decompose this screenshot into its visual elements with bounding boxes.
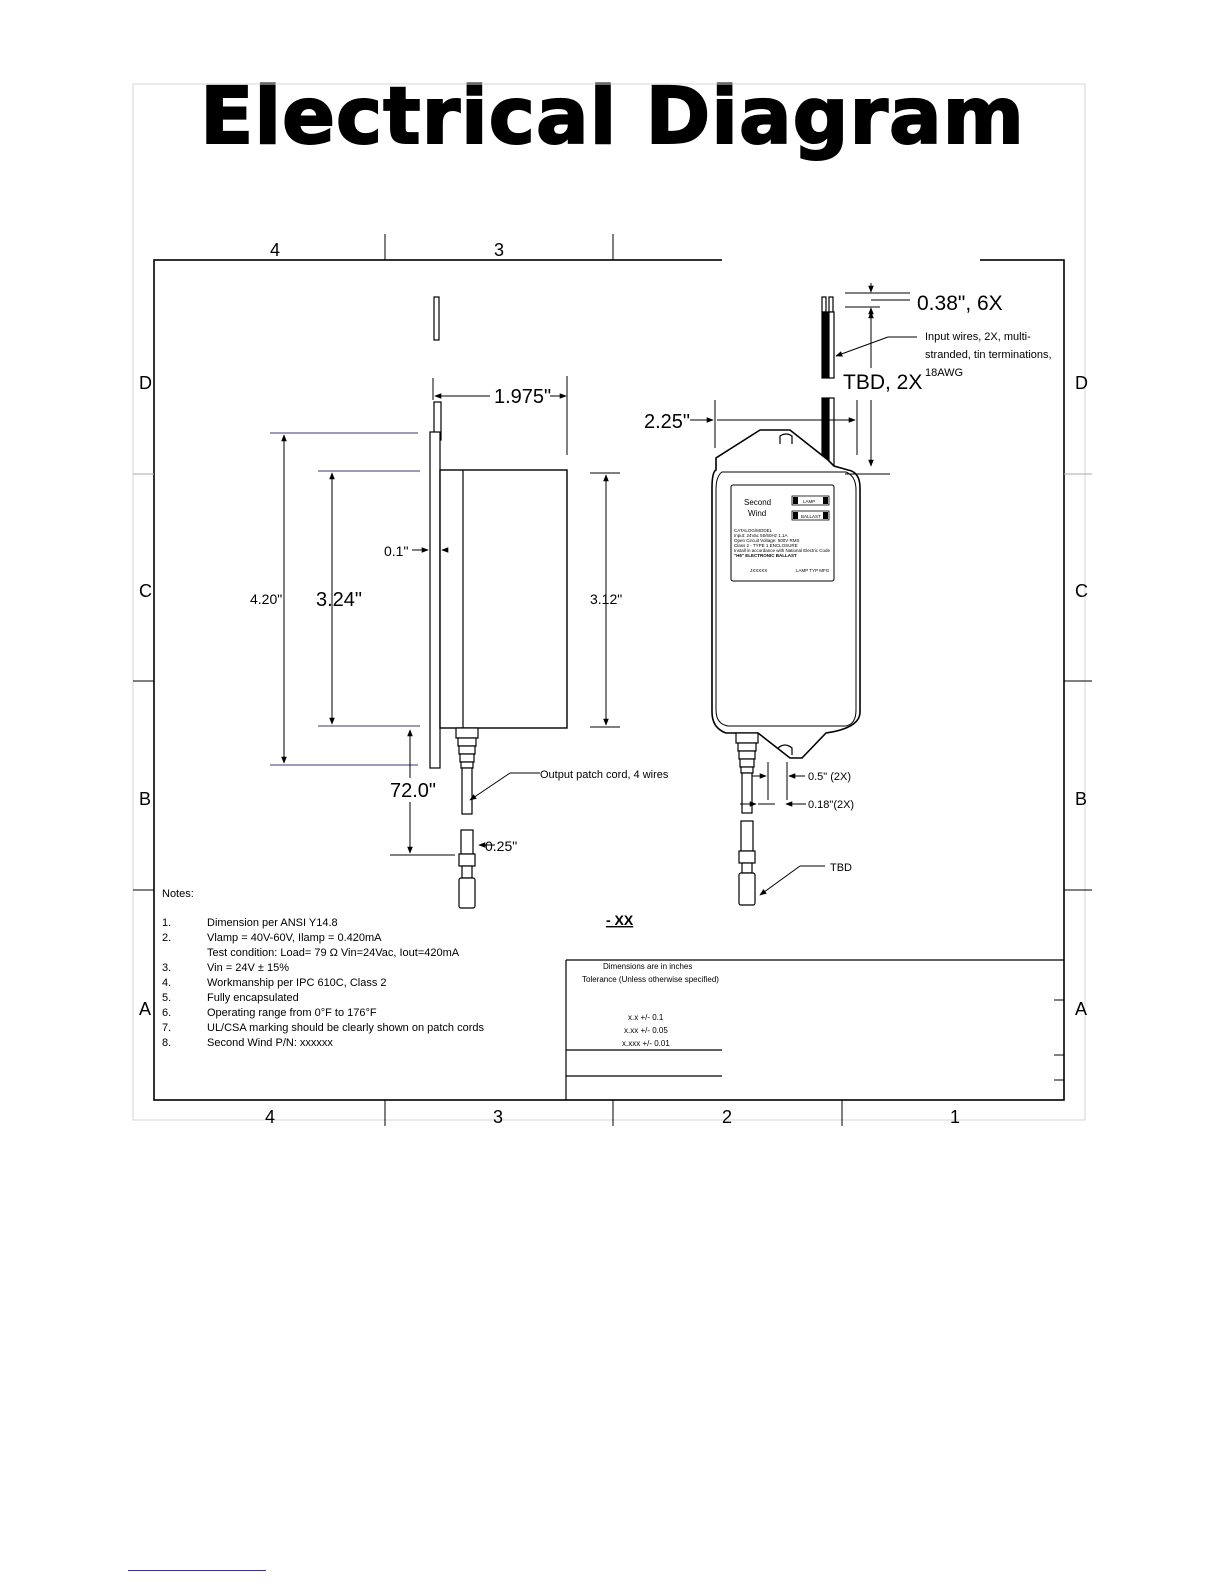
dim-flange: 0.1" xyxy=(384,543,408,559)
sheet-outer-frame xyxy=(132,83,1086,1121)
col-label-3-bottom: 3 xyxy=(493,1107,503,1127)
dim-slot-gap: 0.18"(2X) xyxy=(808,799,854,811)
label-spec-6: "H6" ELECTRONIC BALLAST xyxy=(734,553,797,558)
notes-heading: Notes: xyxy=(162,888,194,900)
callout-input-3: 18AWG xyxy=(925,367,963,379)
row-label-b-left: B xyxy=(139,789,151,809)
side-dimension-lines xyxy=(281,393,609,854)
note-text-2b: Test condition: Load= 79 Ω Vin=24Vac, Io… xyxy=(207,947,460,959)
title-block-line1: Dimensions are in inches xyxy=(603,962,692,971)
row-label-d-right: D xyxy=(1075,373,1088,393)
dim-wire-spacing: 0.38", 6X xyxy=(917,292,1003,315)
note-num-2: 2. xyxy=(162,932,171,944)
dim-lead-length: TBD, 2X xyxy=(843,371,922,394)
part-suffix: - XX xyxy=(606,912,634,928)
front-view: Second Wind LAMP BALLAST CATALOG/MODEL I… xyxy=(644,283,1052,906)
strain-relief-front xyxy=(735,732,759,906)
dim-body-height: 3.24" xyxy=(316,589,362,611)
label-spec-3: Open Circuit Voltage: 500V RMS xyxy=(734,538,800,543)
dim-cord-length: 72.0" xyxy=(390,780,436,802)
drawing-border xyxy=(153,259,1065,1101)
row-ticks xyxy=(133,473,1092,891)
note-text-5: Fully encapsulated xyxy=(207,992,299,1004)
callout-input-1: Input wires, 2X, multi- xyxy=(925,331,1031,343)
col-label-2-bottom: 2 xyxy=(722,1107,732,1127)
ballast-body-side xyxy=(439,469,568,729)
note-num-4: 4. xyxy=(162,977,171,989)
title-block-line2: Tolerance (Unless otherwise specified) xyxy=(582,975,719,984)
label-ballast-tag: BALLAST xyxy=(801,514,821,519)
note-num-5: 5. xyxy=(162,992,171,1004)
note-num-8: 8. xyxy=(162,1037,171,1049)
label-brand-1: Second xyxy=(744,498,771,507)
label-footer-right: LAMP TYP MFG xyxy=(796,568,830,573)
row-label-a-right: A xyxy=(1075,999,1087,1019)
row-label-a-left: A xyxy=(139,999,151,1019)
col-label-1-bottom: 1 xyxy=(950,1107,960,1127)
note-num-1: 1. xyxy=(162,917,171,929)
row-label-c-left: C xyxy=(139,581,152,601)
mount-plate xyxy=(429,431,441,769)
row-label-b-right: B xyxy=(1075,789,1087,809)
col-label-4-top: 4 xyxy=(270,240,280,260)
tolerance-2: x.xx +/- 0.05 xyxy=(624,1026,668,1035)
dim-slot-width: 0.5" (2X) xyxy=(808,771,851,783)
label-spec-5: Install in accordance with National Elec… xyxy=(734,548,831,553)
callout-output-cord: Output patch cord, 4 wires xyxy=(540,769,669,781)
label-spec-2: Input: 24Vac 50/60Hz 1.1A xyxy=(734,533,787,538)
border-gap xyxy=(722,238,980,266)
column-ticks-top xyxy=(384,234,843,1126)
note-text-6: Operating range from 0°F to 176°F xyxy=(207,1007,377,1019)
label-spec-1: CATALOG/MODEL xyxy=(734,528,773,533)
notes-block: Notes: 1. Dimension per ANSI Y14.8 2. Vl… xyxy=(162,888,634,1049)
front-dimension-lines xyxy=(690,283,917,896)
note-num-7: 7. xyxy=(162,1022,171,1034)
note-text-2: Vlamp = 40V-60V, Ilamp = 0.420mA xyxy=(207,932,382,944)
page-title: Electrical Diagram xyxy=(199,71,1025,163)
col-label-3-top: 3 xyxy=(494,240,504,260)
note-text-1: Dimension per ANSI Y14.8 xyxy=(207,917,338,929)
label-spec-4: Class 2 - TYPE 1 ENCLOSURE xyxy=(734,543,798,548)
product-label xyxy=(730,484,835,582)
dim-right-height: 3.12" xyxy=(590,591,622,607)
dim-cord-dia: 0.25" xyxy=(485,838,517,854)
side-view: 1.975" 0.1" 4.20" 3.24" 3.12" 72.0" 0.25… xyxy=(250,296,669,909)
strain-relief-side xyxy=(455,727,479,909)
label-brand-2: Wind xyxy=(748,509,766,518)
tolerance-3: x.xxx +/- 0.01 xyxy=(622,1039,670,1048)
row-label-d-left: D xyxy=(139,373,152,393)
tolerance-1: x.x +/- 0.1 xyxy=(628,1013,664,1022)
callout-tbd: TBD xyxy=(830,862,852,874)
row-label-c-right: C xyxy=(1075,581,1088,601)
note-num-3: 3. xyxy=(162,962,171,974)
note-text-8: Second Wind P/N: xxxxxx xyxy=(207,1037,333,1049)
note-num-6: 6. xyxy=(162,1007,171,1019)
input-wires xyxy=(821,296,835,473)
side-extension-lines xyxy=(270,376,620,856)
dim-depth: 1.975" xyxy=(494,386,551,408)
dim-lead-offset: 2.25" xyxy=(644,411,690,433)
note-text-3: Vin = 24V ± 15% xyxy=(207,962,289,974)
callout-input-2: stranded, tin terminations, xyxy=(925,349,1052,361)
note-text-4: Workmanship per IPC 610C, Class 2 xyxy=(207,977,387,989)
note-text-7: UL/CSA marking should be clearly shown o… xyxy=(207,1022,484,1034)
label-footer-left: JXXXXX xyxy=(750,568,767,573)
footer-rule xyxy=(128,1570,266,1571)
label-lamp-tag: LAMP xyxy=(803,499,815,504)
col-label-4-bottom: 4 xyxy=(265,1107,275,1127)
dim-mount-height: 4.20" xyxy=(250,591,282,607)
ballast-body-front xyxy=(711,429,861,759)
title-block: Dimensions are in inches Tolerance (Unle… xyxy=(565,959,1064,1100)
mount-wire-stub xyxy=(433,296,440,341)
title-block-blank xyxy=(724,962,1052,1098)
